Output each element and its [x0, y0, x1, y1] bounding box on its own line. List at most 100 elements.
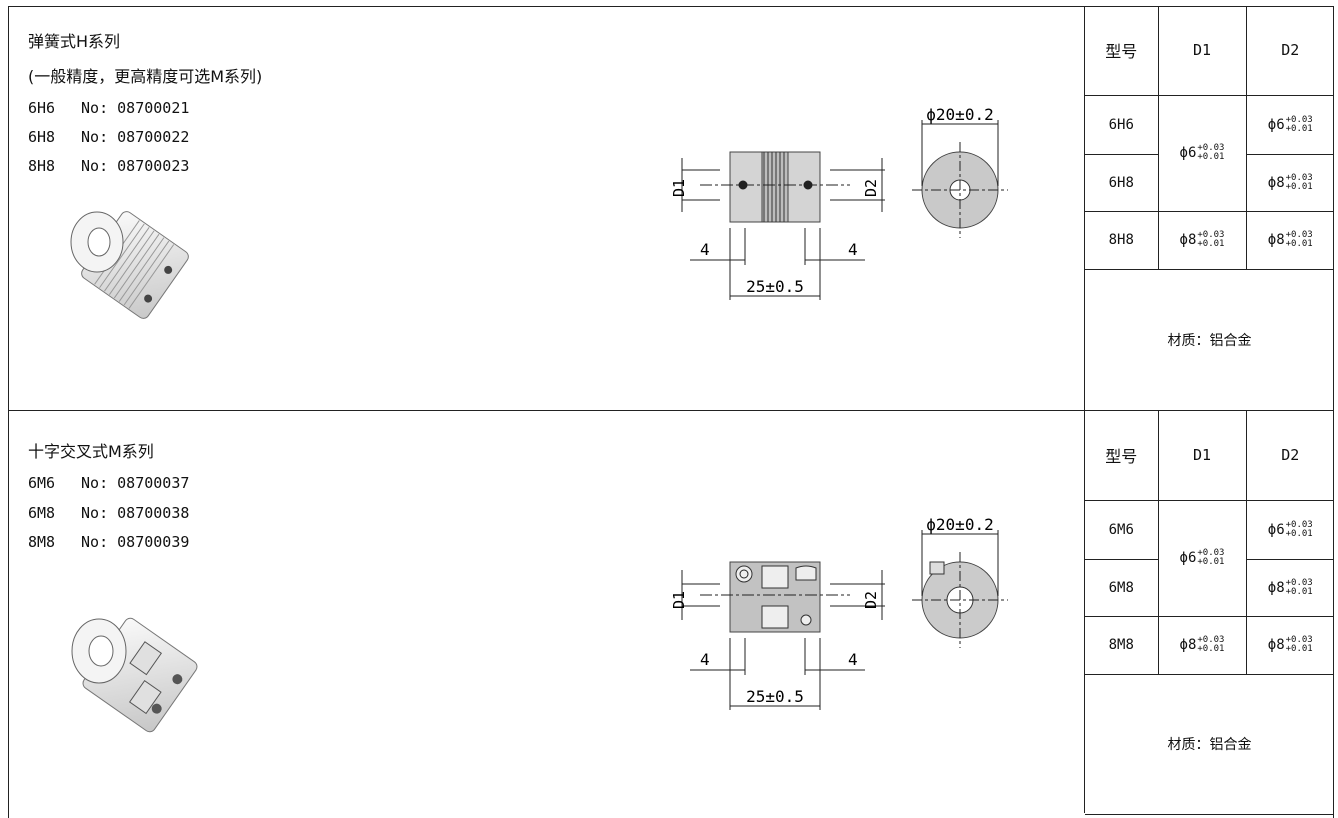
- outer-diameter-dim: ϕ20±0.2: [926, 515, 993, 534]
- d2-tolerance: +0.03+0.01: [1285, 172, 1313, 192]
- product-line: 6H6 No: 08700021: [28, 99, 189, 117]
- d2-label: D2: [862, 591, 880, 609]
- outer-diameter-dim: ϕ20±0.2: [926, 105, 993, 124]
- tol-lower: +0.01: [1285, 528, 1313, 539]
- section-divider: [8, 410, 1334, 411]
- tol-lower: +0.01: [1285, 239, 1313, 249]
- tol-lower: +0.01: [1197, 644, 1225, 654]
- spring-coupling-photo: [70, 211, 189, 319]
- row-model: 6M6: [1085, 499, 1159, 560]
- header-model: 型号: [1085, 411, 1159, 501]
- d2-tolerance: +0.03+0.01: [1285, 519, 1313, 539]
- tol-upper: +0.03: [1197, 635, 1225, 645]
- d2-value: ϕ6: [1267, 521, 1285, 538]
- tol-upper: +0.03: [1197, 143, 1225, 153]
- d1-value: ϕ6: [1179, 550, 1197, 566]
- product-model: 8H8: [28, 157, 56, 175]
- header-d2: D2: [1245, 6, 1334, 96]
- tol-lower: +0.01: [1285, 181, 1313, 192]
- d1-tolerance: +0.03+0.01: [1197, 144, 1224, 162]
- left-offset-dim: 4: [700, 240, 710, 259]
- product-number: No: 08700021: [81, 99, 190, 117]
- tol-upper: +0.03: [1285, 114, 1313, 125]
- product-number: No: 08700022: [81, 128, 190, 146]
- product-line: 8M8 No: 08700039: [28, 533, 189, 551]
- right-offset-dim: 4: [848, 650, 858, 669]
- tol-upper: +0.03: [1285, 577, 1313, 588]
- tol-upper: +0.03: [1285, 635, 1313, 645]
- product-line: 6M6 No: 08700037: [28, 474, 189, 492]
- d2-value: ϕ8: [1267, 232, 1285, 248]
- d1-value: ϕ6: [1179, 145, 1197, 161]
- spec-table: 型号 D1 D2 6M6 ϕ6+0.03+0.01 ϕ6+0.03+0.01 6…: [1085, 411, 1334, 815]
- d1-cell: ϕ8+0.03+0.01: [1157, 615, 1247, 675]
- d1-value: ϕ8: [1179, 637, 1197, 653]
- d1-tolerance: +0.03+0.01: [1197, 636, 1224, 654]
- d2-tolerance: +0.03+0.01: [1286, 636, 1313, 654]
- d1-cell: ϕ8+0.03+0.01: [1157, 210, 1247, 270]
- row-model: 6H8: [1085, 153, 1159, 212]
- d2-cell: ϕ6+0.03+0.01: [1245, 94, 1334, 155]
- product-number: No: 08700038: [81, 504, 190, 522]
- d2-value: ϕ6: [1267, 116, 1285, 133]
- spec-table: 型号 D1 D2 6H6 ϕ6+0.03+0.01 ϕ6+0.03+0.01 6…: [1085, 6, 1334, 411]
- cross-coupling-photo: [71, 617, 198, 733]
- row-model: 8H8: [1085, 210, 1159, 270]
- product-model: 6H6: [28, 99, 56, 117]
- header-d2: D2: [1245, 411, 1334, 501]
- d2-cell: ϕ8+0.03+0.01: [1245, 210, 1334, 270]
- d2-value: ϕ8: [1267, 637, 1285, 653]
- spring-coupling-drawing: D1 D2 4 4 25±0.5 ϕ20±0.2: [670, 105, 1008, 300]
- product-line: 8H8 No: 08700023: [28, 157, 189, 175]
- row-model: 6M8: [1085, 558, 1159, 617]
- material-note: 材质：铝合金: [1085, 673, 1334, 815]
- section-title: 弹簧式H系列: [28, 32, 121, 51]
- header-d1: D1: [1157, 411, 1247, 501]
- d1-tolerance: +0.03+0.01: [1197, 231, 1224, 249]
- product-line: 6H8 No: 08700022: [28, 128, 189, 146]
- product-number: No: 08700037: [81, 474, 190, 492]
- product-model: 8M8: [28, 533, 56, 551]
- d2-cell: ϕ8+0.03+0.01: [1245, 153, 1334, 212]
- d2-tolerance: +0.03+0.01: [1285, 114, 1313, 134]
- d2-value: ϕ8: [1267, 174, 1285, 191]
- tol-lower: +0.01: [1197, 557, 1225, 567]
- tol-upper: +0.03: [1197, 548, 1225, 558]
- cross-coupling-drawing: D1 D2 4 4 25±0.5 ϕ20±0.2: [670, 515, 1008, 710]
- product-model: 6M8: [28, 504, 56, 522]
- tol-lower: +0.01: [1197, 239, 1225, 249]
- row-model: 8M8: [1085, 615, 1159, 675]
- product-number: No: 08700039: [81, 533, 190, 551]
- d1-value: ϕ8: [1179, 232, 1197, 248]
- tol-upper: +0.03: [1285, 519, 1313, 530]
- d2-tolerance: +0.03+0.01: [1285, 577, 1313, 597]
- header-d1: D1: [1157, 6, 1247, 96]
- material-note: 材质：铝合金: [1085, 268, 1334, 411]
- d2-value: ϕ8: [1267, 579, 1285, 596]
- product-number: No: 08700023: [81, 157, 190, 175]
- header-model: 型号: [1085, 6, 1159, 96]
- right-offset-dim: 4: [848, 240, 858, 259]
- tol-upper: +0.03: [1285, 230, 1313, 240]
- shared-d1-cell: ϕ6+0.03+0.01: [1157, 499, 1247, 617]
- section-title: 十字交叉式M系列: [28, 442, 154, 461]
- tol-upper: +0.03: [1285, 172, 1313, 183]
- row-model: 6H6: [1085, 94, 1159, 155]
- tol-lower: +0.01: [1285, 644, 1313, 654]
- d2-cell: ϕ6+0.03+0.01: [1245, 499, 1334, 560]
- product-line: 6M8 No: 08700038: [28, 504, 189, 522]
- d1-label: D1: [670, 179, 688, 197]
- d1-tolerance: +0.03+0.01: [1197, 549, 1224, 567]
- d2-cell: ϕ8+0.03+0.01: [1245, 558, 1334, 617]
- d2-label: D2: [862, 179, 880, 197]
- tol-lower: +0.01: [1285, 586, 1313, 597]
- tol-lower: +0.01: [1285, 123, 1313, 134]
- product-model: 6M6: [28, 474, 56, 492]
- product-model: 6H8: [28, 128, 56, 146]
- length-dim: 25±0.5: [746, 687, 804, 706]
- length-dim: 25±0.5: [746, 277, 804, 296]
- table-divider: [1084, 6, 1085, 813]
- d2-cell: ϕ8+0.03+0.01: [1245, 615, 1334, 675]
- shared-d1-cell: ϕ6+0.03+0.01: [1157, 94, 1247, 212]
- tol-lower: +0.01: [1197, 152, 1225, 162]
